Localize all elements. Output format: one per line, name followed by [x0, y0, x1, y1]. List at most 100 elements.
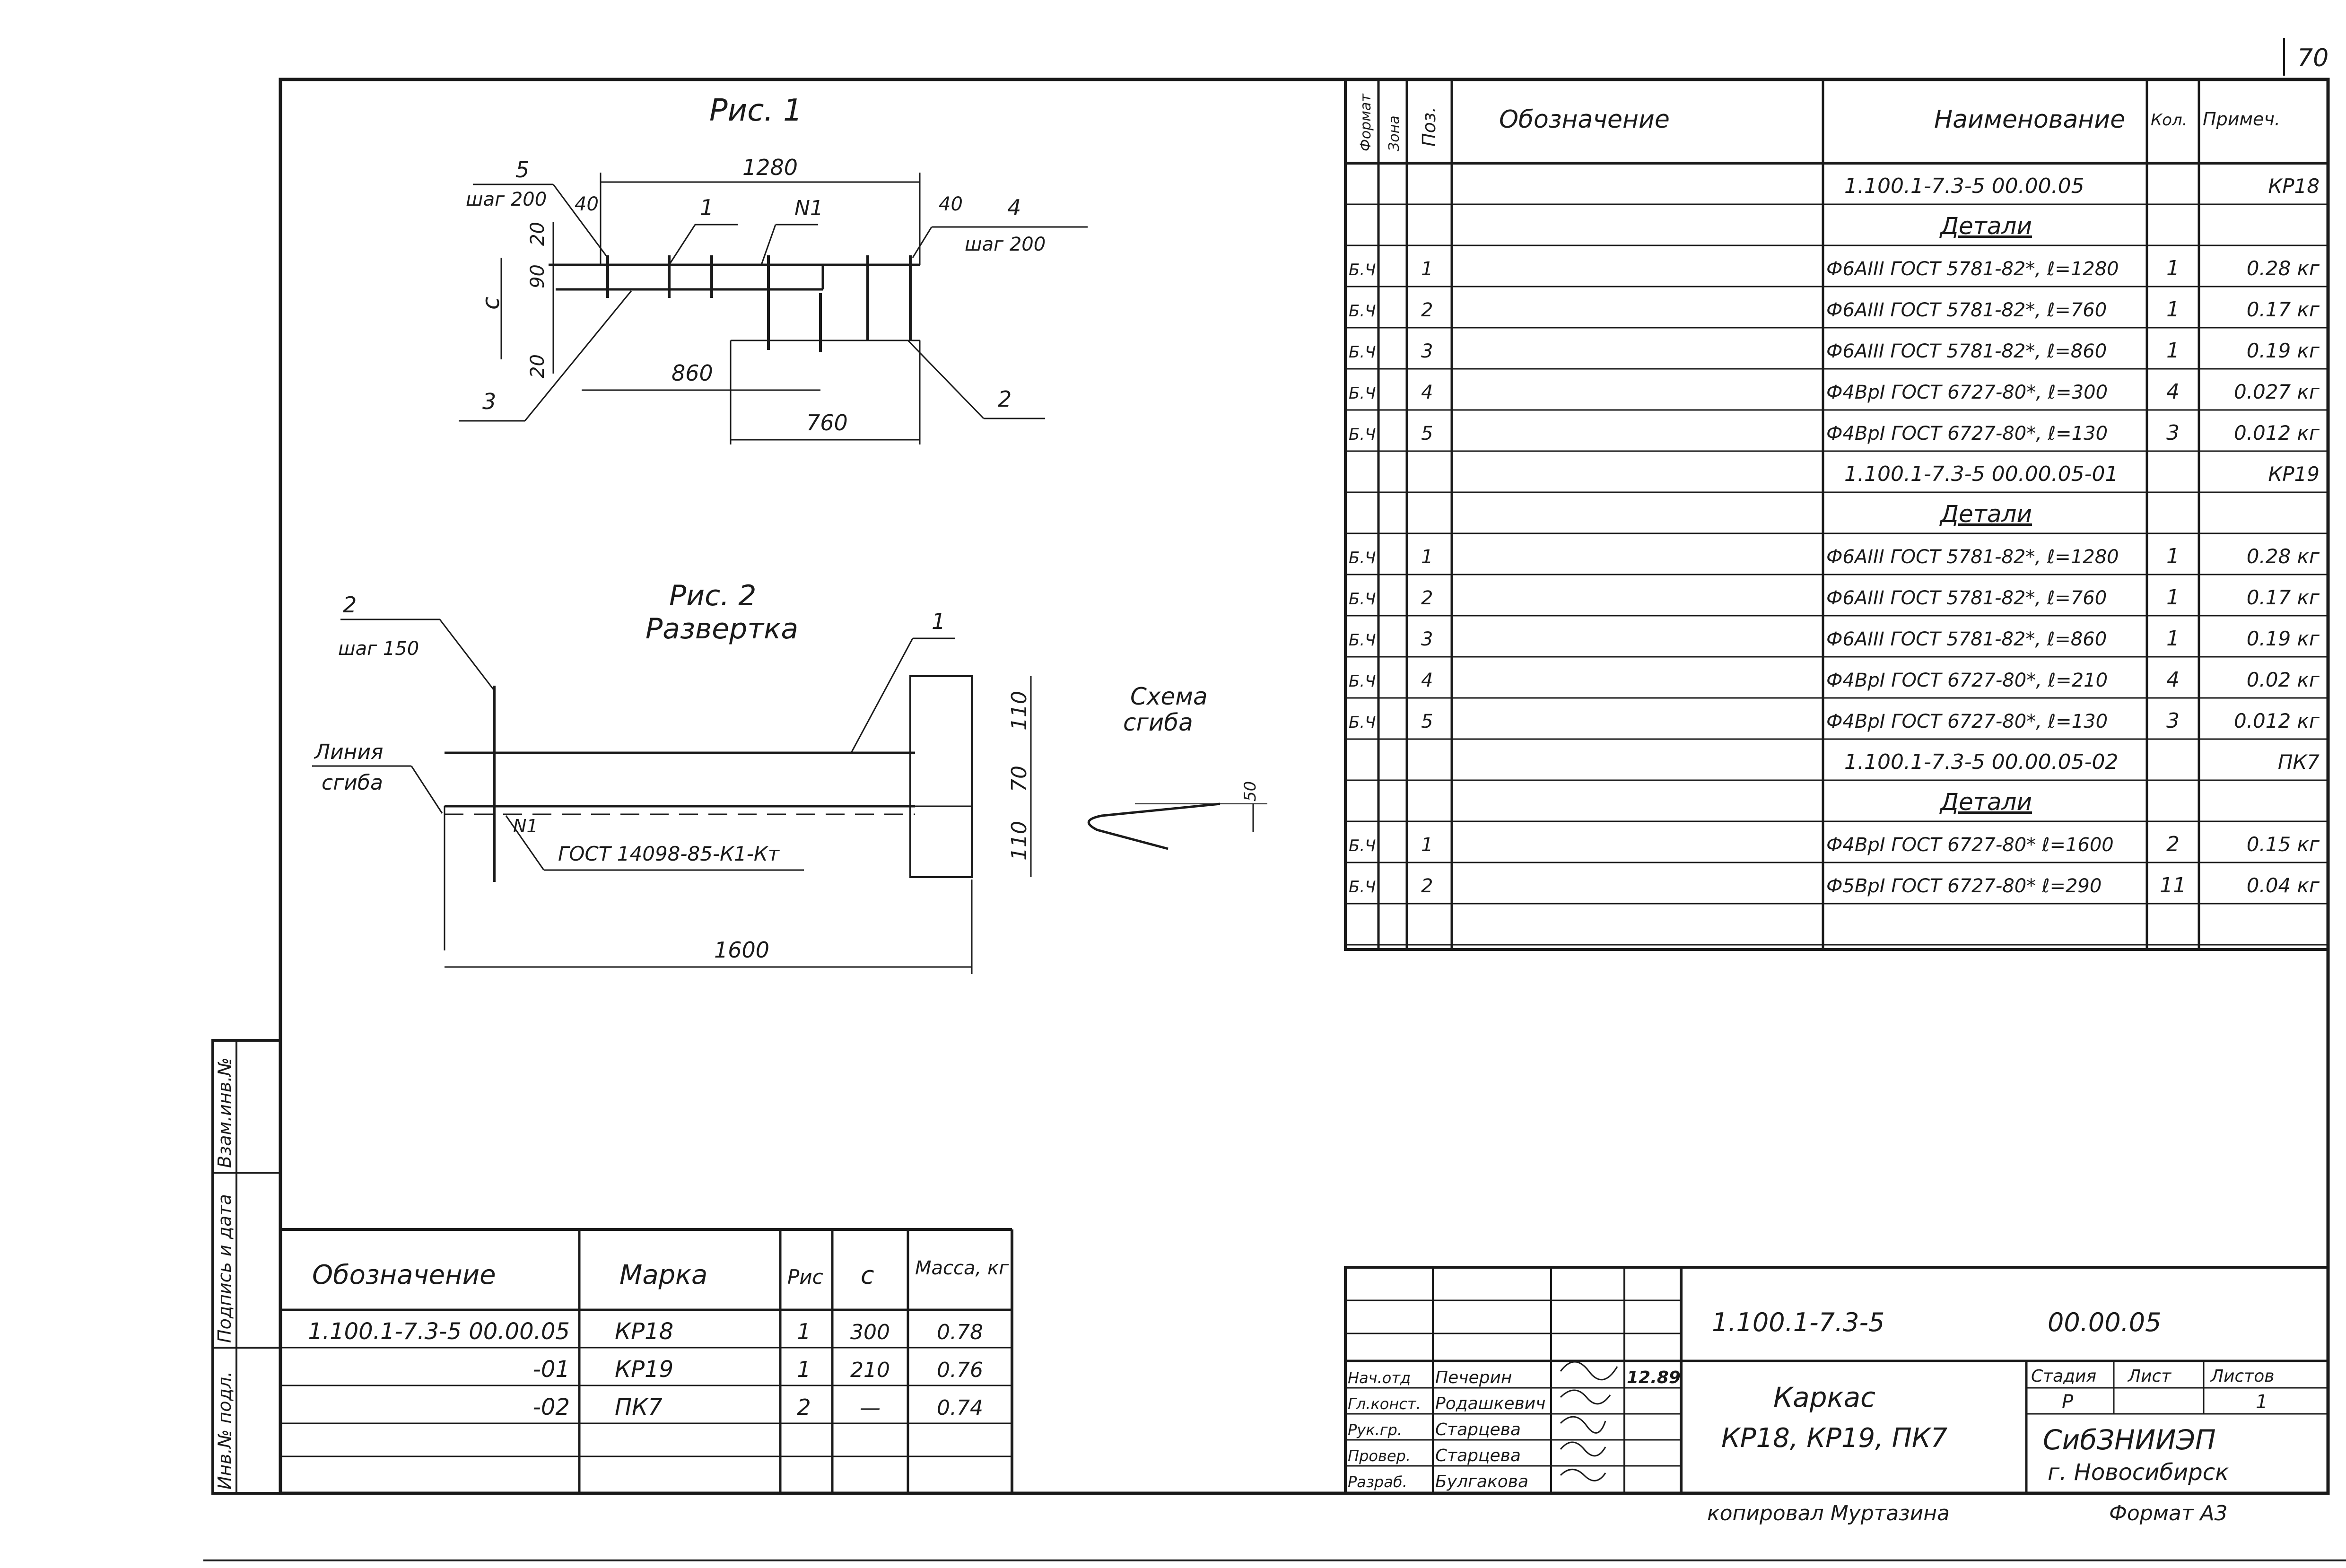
bend-scheme-title-1: Схема [1130, 683, 1208, 710]
title-product-2: КР18, КР19, ПК7 [1721, 1423, 1948, 1454]
marks-row-mark: КР19 [615, 1356, 673, 1383]
spec-row-note: 0.17 кг [2247, 586, 2320, 609]
title-person: Булгакова [1435, 1472, 1528, 1491]
marks-row-fig: 2 [797, 1394, 811, 1420]
spec-row-pos: 2 [1421, 587, 1433, 609]
marks-row-mark: КР18 [615, 1318, 673, 1345]
title-stage-value: Р [2062, 1391, 2074, 1413]
marks-row-designation: -02 [533, 1394, 570, 1420]
spec-row-pos: 1 [1421, 834, 1433, 856]
marks-header-fig: Рис [787, 1265, 823, 1289]
fig1-callout-2: 2 [998, 386, 1012, 412]
spec-row-pos: 2 [1421, 875, 1433, 897]
spec-row-qty: 1 [2166, 256, 2180, 280]
figure-1: Рис. 1 1280 40 40 20 90 20 с 860 7 [459, 93, 1088, 444]
spec-row-note: 0.28 кг [2247, 257, 2320, 280]
spec-row-pos: 5 [1421, 423, 1433, 444]
spec-header-format: Формат [1358, 93, 1374, 151]
spec-row-format: Б.Ч [1349, 549, 1376, 567]
title-person: Старцева [1435, 1420, 1521, 1439]
spec-row-format: Б.Ч [1349, 590, 1376, 609]
spec-row-note: 0.17 кг [2247, 298, 2320, 321]
marks-row-fig: 1 [797, 1357, 811, 1382]
marks-table: Обозначение Марка Рис с Масса, кг 1.100.… [280, 1228, 1013, 1493]
spec-row-qty: 2 [2166, 832, 2180, 856]
spec-row-note: 0.012 кг [2234, 421, 2320, 444]
fig1-dim-c: с [477, 297, 505, 310]
spec-row-qty: 11 [2160, 873, 2186, 897]
fig1-callout-5-step: шаг 200 [466, 189, 547, 210]
title-block: 1.100.1-7.3-5 00.00.05 12.89 Каркас КР18… [1344, 1266, 2329, 1525]
spec-row-section-title: Детали [1939, 212, 2032, 240]
fig2-callout-2-step: шаг 150 [338, 638, 419, 660]
weld-label: N1 [513, 816, 538, 836]
title-code: 1.100.1-7.3-5 [1712, 1307, 1884, 1337]
spec-row-format: Б.Ч [1349, 836, 1376, 855]
title-code-2: 00.00.05 [2048, 1307, 2161, 1337]
spec-row-pos: 5 [1421, 711, 1433, 732]
spec-row-format: Б.Ч [1349, 384, 1376, 403]
spec-row-name: Ф6АIII ГОСТ 5781-82*, ℓ=860 [1826, 628, 2107, 650]
spec-row-name: Ф5ВрI ГОСТ 6727-80* ℓ=290 [1826, 875, 2102, 897]
spec-row-note: КР19 [2268, 462, 2320, 486]
spec-row-section-title: Детали [1939, 500, 2032, 528]
fig1-dim-1280: 1280 [742, 155, 798, 180]
spec-row-note: 0.012 кг [2234, 709, 2320, 732]
spec-row-name: Ф4ВрI ГОСТ 6727-80*, ℓ=130 [1826, 423, 2108, 444]
title-person: Печерин [1435, 1368, 1512, 1387]
spec-row-pos: 1 [1421, 546, 1433, 568]
spec-header-qty: Кол. [2151, 111, 2187, 130]
fig2-dim-1600: 1600 [714, 937, 769, 963]
fig1-dim-760: 760 [806, 410, 848, 436]
fig2-callout-2: 2 [343, 592, 357, 618]
spec-row-pos: 4 [1421, 382, 1433, 403]
spec-row-pos: 1 [1421, 258, 1433, 280]
marks-row-c: — [860, 1396, 881, 1420]
spec-row-name: Ф6АIII ГОСТ 5781-82*, ℓ=1280 [1826, 546, 2119, 568]
spec-row-format: Б.Ч [1349, 425, 1376, 444]
marks-header-mass: Масса, кг [915, 1257, 1009, 1279]
signature-marks [1560, 1361, 1618, 1481]
spec-row-name: Ф4ВрI ГОСТ 6727-80*, ℓ=130 [1826, 711, 2108, 732]
fig1-callout-1: 1 [700, 195, 714, 220]
fig1-callout-3: 3 [482, 389, 496, 414]
spec-row-qty: 3 [2166, 709, 2180, 733]
spec-row-name: Ф4ВрI ГОСТ 6727-80* ℓ=1600 [1826, 834, 2114, 856]
spec-header-zone: Зона [1386, 115, 1403, 151]
fig1-dim-40-left: 40 [575, 193, 599, 215]
spec-row-note: ПК7 [2278, 750, 2320, 774]
spec-row-name: Ф6АIII ГОСТ 5781-82*, ℓ=760 [1826, 587, 2107, 609]
marks-header-c: с [861, 1262, 874, 1290]
title-person: Родашкевич [1435, 1394, 1545, 1413]
spec-row-qty: 1 [2166, 585, 2180, 610]
fig1-dim-40-right: 40 [939, 193, 963, 215]
title-role: Разраб. [1348, 1473, 1407, 1491]
title-role: Провер. [1348, 1447, 1411, 1465]
spec-header-designation: Обозначение [1499, 105, 1670, 134]
spec-row-qty: 1 [2166, 297, 2180, 322]
marks-row-mass: 0.76 [937, 1358, 983, 1382]
marks-header-mark: Марка [619, 1260, 707, 1290]
fig1-dim-860: 860 [672, 360, 713, 386]
copied-by: копировал Муртазина [1707, 1501, 1950, 1525]
title-role: Гл.конст. [1348, 1395, 1421, 1413]
spec-row-qty: 1 [2166, 339, 2180, 363]
spec-row-format: Б.Ч [1349, 302, 1376, 321]
fig2-dim-70: 70 [1007, 766, 1031, 792]
bend-scheme-title-2: сгиба [1123, 709, 1193, 736]
spec-row-format: Б.Ч [1349, 343, 1376, 362]
title-role: Нач.отд [1348, 1369, 1411, 1387]
fig2-dim-110-bottom: 110 [1007, 821, 1031, 861]
fig1-callout-5: 5 [515, 157, 529, 183]
spec-row-note: 0.19 кг [2247, 339, 2320, 362]
fig1-dim-90: 90 [527, 264, 549, 288]
fig1-callout-n1: N1 [794, 196, 823, 220]
spec-row-name: Ф4ВрI ГОСТ 6727-80*, ℓ=300 [1826, 382, 2108, 403]
marks-row-designation: -01 [533, 1356, 570, 1383]
fig1-callout-4: 4 [1007, 195, 1021, 220]
spec-row-note: 0.28 кг [2247, 545, 2320, 568]
page-number: 70 [2297, 44, 2329, 72]
spec-header-pos: Поз. [1419, 107, 1439, 147]
spec-row-document: 1.100.1-7.3-5 00.00.05-02 [1844, 750, 2118, 774]
